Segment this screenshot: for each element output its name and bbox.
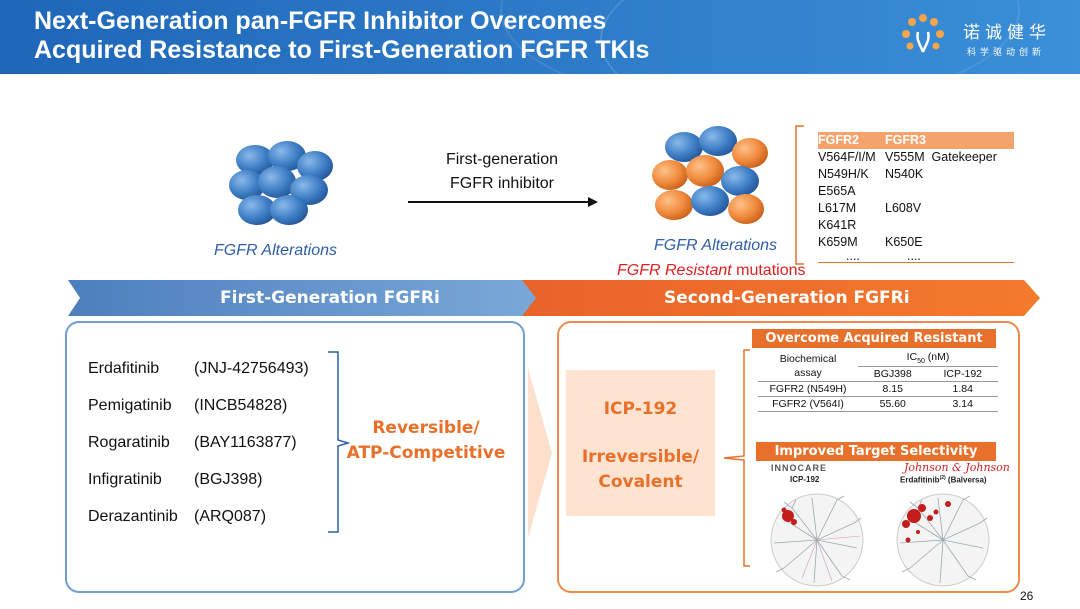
mutation-cell: V555M Gatekeeper — [885, 150, 997, 164]
first-gen-banner: First-Generation FGFRi — [220, 288, 440, 308]
second-gen-bracket — [723, 349, 750, 567]
second-gen-mechanism: Irreversible/ Covalent — [566, 445, 715, 495]
arrow-right-icon — [408, 197, 598, 207]
drug-code: (BGJ398) — [194, 471, 263, 488]
overcome-resistance-title: Overcome Acquired Resistant — [752, 329, 996, 348]
mechanism-line-2: ATP-Competitive — [346, 443, 506, 463]
mutation-cell: K641R — [818, 218, 857, 232]
resistant-plain-text: mutations — [731, 262, 806, 279]
title-bar: Next-Generation pan-FGFR Inhibitor Overc… — [0, 0, 1080, 74]
slide-title-line-1: Next-Generation pan-FGFR Inhibitor Overc… — [34, 7, 607, 35]
left-cells-caption: FGFR Alterations — [214, 242, 337, 259]
company-logo-text: 诺诚健华 — [963, 23, 1051, 43]
fgfr-cells-cluster-left — [229, 141, 333, 225]
drug-list-bracket — [328, 351, 351, 533]
ic50-table: Biochemical IC50 (nM) assay BGJ398 ICP-1… — [758, 351, 998, 412]
mechanism-line-1: Reversible/ — [372, 418, 480, 438]
ic-sub: 50 — [917, 358, 925, 366]
ic-unit: (nM) — [924, 351, 950, 364]
mutation-cell: K650E — [885, 235, 923, 249]
ic-cell: 55.60 — [879, 397, 906, 410]
resistant-italic-text: FGFR Resistant — [617, 262, 732, 279]
innocare-logo-icon — [902, 14, 944, 53]
ic-col2-header: ICP-192 — [943, 367, 983, 380]
erda-name: Erdafitinib — [900, 475, 940, 485]
icp192-label: ICP-192 — [603, 399, 678, 419]
mutation-row: K641R — [818, 217, 1014, 234]
erdafitinib-kinome-caption: Erdafitinib(2) (Balversa) — [900, 475, 987, 485]
ic50-header: IC50 (nM) — [858, 351, 998, 367]
ic-label: IC — [906, 351, 918, 364]
slide-title-line-2: Acquired Resistance to First-Generation … — [34, 36, 650, 64]
kinome-tree-erdafitinib — [896, 493, 990, 587]
mechanism-line-1: Irreversible/ — [581, 447, 700, 467]
kinome-tree-icp192 — [770, 493, 864, 587]
erda-sup: (2) — [939, 475, 946, 481]
drug-name: Pemigatinib — [88, 397, 172, 414]
mutation-bracket — [795, 125, 804, 265]
right-cells-caption: FGFR Alterations — [654, 237, 777, 254]
arrow-label-line-2: FGFR inhibitor — [449, 175, 555, 192]
mutation-cell: .... — [846, 249, 860, 263]
drug-name: Derazantinib — [88, 508, 178, 525]
jnj-label: Johnson & Johnson — [904, 461, 1010, 474]
ic-cell: FGFR2 (N549H) — [769, 382, 847, 395]
ic-cell: 3.14 — [952, 397, 973, 410]
resistant-mutations-label: FGFR Resistant mutations — [617, 262, 806, 280]
header-fgfr2: FGFR2 — [818, 133, 859, 147]
mutation-row: E565A — [818, 183, 1014, 200]
mutation-row: L617M L608V — [818, 200, 1014, 217]
mutation-cell: E565A — [818, 184, 856, 198]
drug-code: (INCB54828) — [194, 397, 288, 414]
drug-code: (ARQ087) — [194, 508, 267, 525]
drug-code: (BAY1163877) — [194, 434, 297, 451]
company-slogan: 科学驱动创新 — [967, 48, 1046, 58]
second-gen-banner: Second-Generation FGFRi — [664, 288, 910, 308]
innocare-label: INNOCARE — [771, 463, 828, 473]
second-gen-panel — [557, 321, 1020, 593]
mutation-cell: L617M — [818, 201, 857, 215]
mutation-cell: N540K — [885, 167, 924, 181]
ic-cell: FGFR2 (V564I) — [772, 397, 844, 410]
ic-col0-line2: assay — [794, 367, 822, 380]
mutation-row: ........ — [818, 249, 1014, 263]
mutation-cell: .... — [907, 249, 921, 263]
ic-cell: 8.15 — [882, 382, 903, 395]
mechanism-line-2: Covalent — [598, 472, 683, 492]
first-gen-mechanism: Reversible/ ATP-Competitive — [346, 416, 506, 466]
mutation-cell — [885, 217, 1014, 234]
mutation-row: K659M K650E — [818, 234, 1014, 251]
drug-name: Erdafitinib — [88, 360, 160, 377]
ic-col0-line1: Biochemical — [779, 352, 837, 365]
drug-name: Infigratinib — [88, 471, 162, 488]
generation-banners — [68, 280, 1040, 316]
mutation-cell: N549H/K — [818, 167, 869, 181]
icp192-highlight — [566, 370, 715, 516]
fgfr-cells-cluster-right — [652, 126, 768, 224]
page-number: 26 — [1020, 589, 1034, 603]
selectivity-title: Improved Target Selectivity — [756, 442, 996, 461]
arrow-label: First-generation FGFR inhibitor — [422, 148, 582, 196]
drug-name: Rogaratinib — [88, 434, 170, 451]
mutation-table-header: FGFR2 FGFR3 — [818, 132, 1014, 149]
drug-code: (JNJ-42756493) — [194, 360, 309, 377]
transition-chevron — [528, 368, 552, 538]
arrow-label-line-1: First-generation — [445, 151, 559, 168]
mutation-cell: V564F/I/M — [818, 150, 876, 164]
mutation-row: N549H/K N540K — [818, 166, 1014, 183]
ic-cell: 1.84 — [952, 382, 973, 395]
mutation-cell: L608V — [885, 201, 922, 215]
erda-suffix: (Balversa) — [945, 475, 987, 485]
ic-col1-header: BGJ398 — [873, 367, 912, 380]
first-gen-panel — [65, 321, 525, 593]
mutation-row: V564F/I/M V555M Gatekeeper — [818, 149, 1014, 166]
icp192-kinome-caption: ICP-192 — [790, 475, 820, 484]
resistance-mutation-table: FGFR2 FGFR3 V564F/I/M V555M Gatekeeper N5… — [818, 132, 1014, 263]
header-fgfr3: FGFR3 — [885, 133, 926, 147]
mutation-cell: K659M — [818, 235, 858, 249]
mutation-cell — [885, 183, 1014, 200]
